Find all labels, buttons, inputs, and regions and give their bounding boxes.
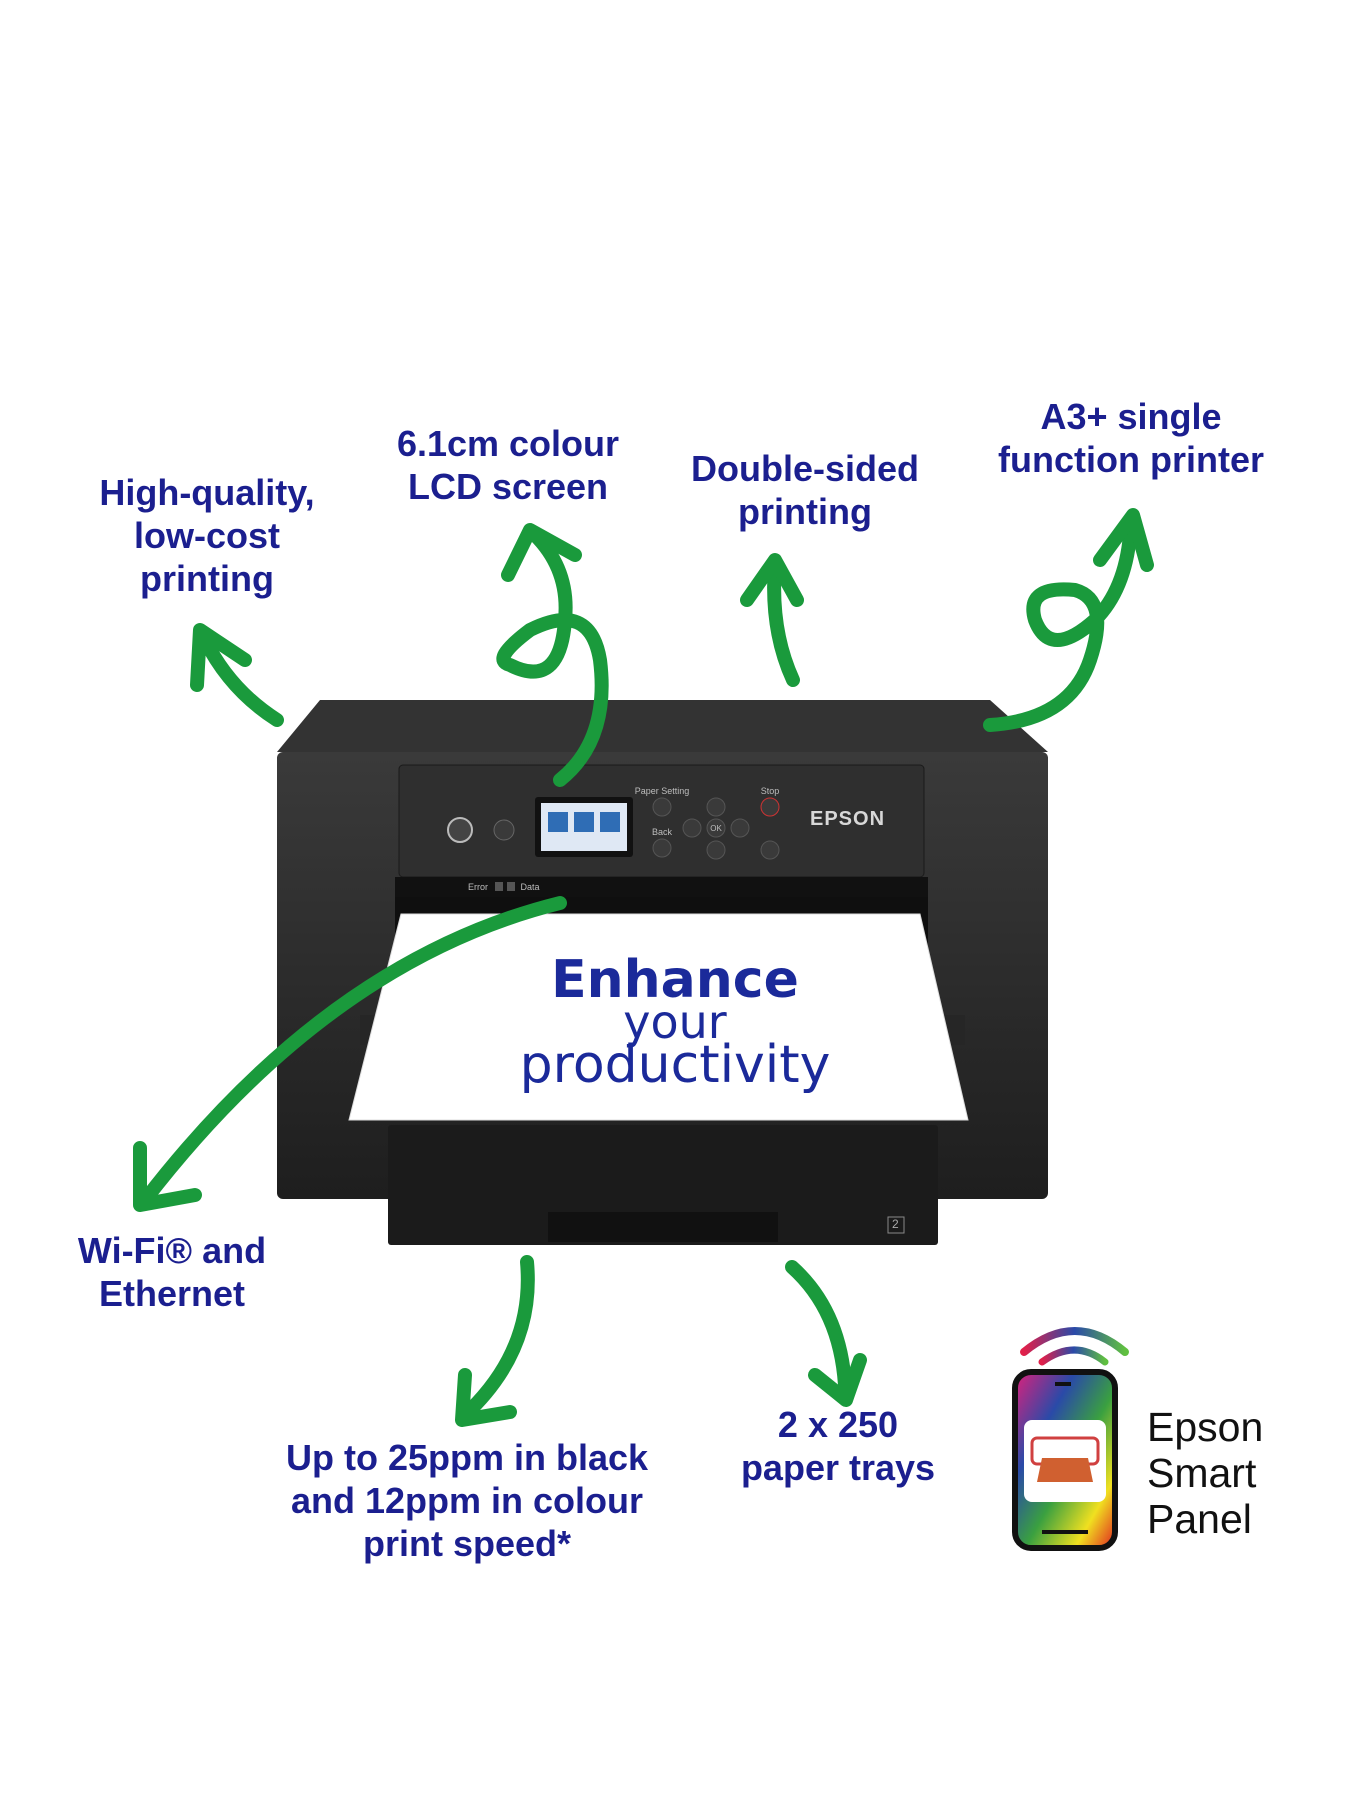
data-label: Data: [520, 882, 540, 892]
paper-sheet: [348, 913, 969, 1121]
right-button: [730, 818, 750, 838]
stop-label: Stop: [760, 786, 780, 796]
ok-button: [706, 818, 726, 838]
paper-tray: [388, 1125, 938, 1245]
down-button: [706, 840, 726, 860]
printer-brand: EPSON: [810, 808, 886, 830]
error-light: [495, 882, 503, 891]
left-button: [682, 818, 702, 838]
up-button: [706, 797, 726, 817]
tray-number: 2: [892, 1217, 899, 1231]
paper-setting-label: Paper Setting: [634, 786, 690, 796]
ok-label: OK: [710, 824, 722, 833]
paper-setting-button: [652, 797, 672, 817]
switch-button: [760, 840, 780, 860]
power-button: [447, 817, 473, 843]
epson-smart-panel-logo: [1012, 1327, 1129, 1551]
data-light: [507, 882, 515, 891]
back-label: Back: [651, 827, 673, 837]
arrow-quality: [198, 633, 284, 727]
back-button: [652, 838, 672, 858]
error-label: Error: [468, 882, 488, 892]
printer-lid: [277, 700, 1048, 752]
feature-arrows: [133, 508, 1154, 1427]
stop-button: [760, 797, 780, 817]
home-button: [493, 819, 515, 841]
